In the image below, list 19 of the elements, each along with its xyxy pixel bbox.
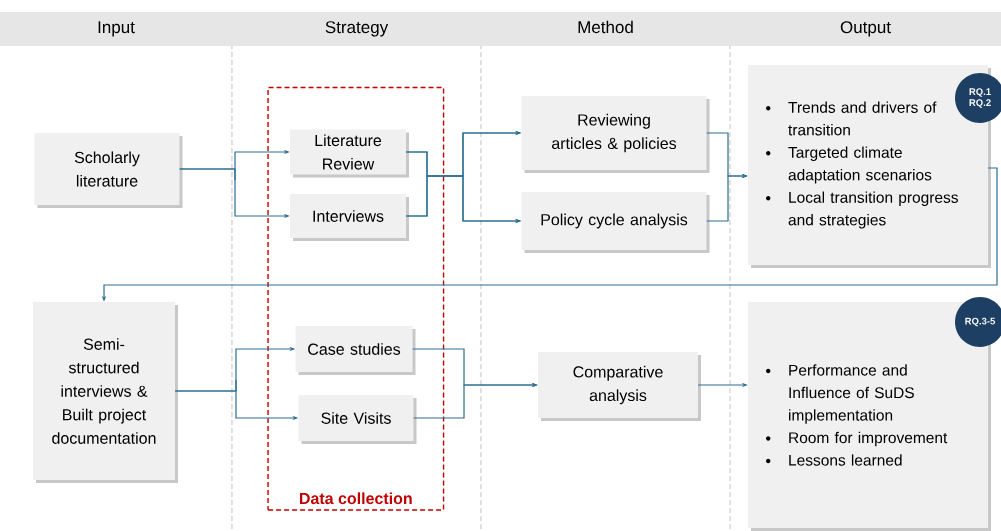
column-header: Strategy: [232, 12, 481, 46]
node-label: Input: [98, 21, 135, 37]
node-label: Method: [578, 20, 633, 34]
process-box: Site Visits: [298, 395, 417, 444]
column-header: Method: [481, 12, 730, 46]
process-box: Comparative analysis: [538, 352, 701, 421]
process-box: Literature Review: [290, 129, 409, 178]
process-box: Interviews: [290, 194, 409, 241]
node-label: Strategy: [325, 21, 389, 37]
column-header: Input: [0, 12, 232, 46]
process-box: Scholarly literature: [34, 133, 183, 208]
node-label: Output: [840, 21, 891, 37]
research-question-badge: RQ.3-5: [955, 297, 1001, 347]
process-box: Policy cycle analysis: [521, 192, 710, 253]
process-box: Reviewing articles & policies: [521, 96, 710, 173]
process-box: Case studies: [295, 326, 416, 375]
column-header: Output: [730, 12, 1001, 46]
research-question-badge: RQ.1 RQ.2: [955, 73, 1001, 123]
process-box: Semi-structured interviews & Built project documentation: [33, 302, 178, 483]
